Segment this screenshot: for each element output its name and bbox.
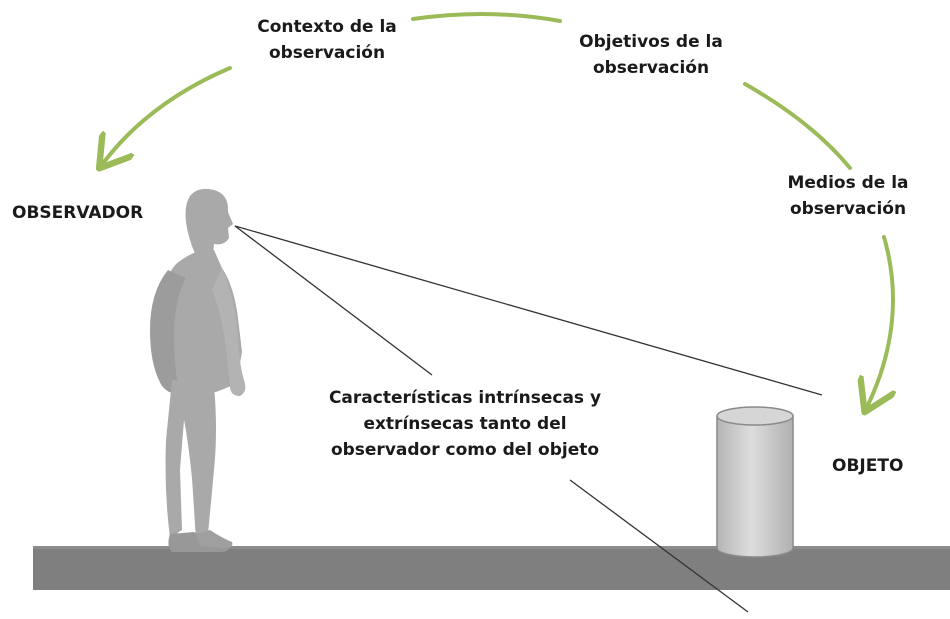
pointer-line-down xyxy=(569,479,749,613)
ground-band-top-edge xyxy=(33,546,950,549)
label-contexto: Contexto de la observación xyxy=(246,14,408,66)
label-caracteristicas-line-3: observador como del objeto xyxy=(330,440,600,460)
label-caracteristicas: Características intrínsecas y extrínseca… xyxy=(305,385,625,463)
arc-objetivos-medios xyxy=(743,82,852,170)
arc-contexto-objetivos xyxy=(411,11,562,23)
label-objeto: OBJETO xyxy=(832,456,904,476)
label-contexto-line-2: observación xyxy=(268,43,386,63)
label-caracteristicas-line-1: Características intrínsecas y xyxy=(328,388,602,408)
sight-line-to-label xyxy=(234,225,433,376)
label-objetivos: Objetivos de la observación xyxy=(562,29,740,81)
ground-band xyxy=(33,546,950,590)
label-objetivos-line-1: Objetivos de la xyxy=(579,32,723,52)
observer-figure xyxy=(150,188,246,552)
label-medios-line-2: observación xyxy=(789,199,907,219)
object-cylinder xyxy=(716,406,794,558)
sight-line-to-object xyxy=(234,225,823,396)
label-observador: OBSERVADOR xyxy=(12,203,144,223)
label-medios-line-1: Medios de la xyxy=(787,173,909,193)
label-objetivos-line-2: observación xyxy=(592,58,710,78)
arc-medios-objeto xyxy=(868,235,893,405)
label-caracteristicas-line-2: extrínsecas tanto del xyxy=(363,414,567,434)
label-contexto-line-1: Contexto de la xyxy=(257,17,397,37)
label-medios: Medios de la observación xyxy=(768,170,928,222)
arc-contexto-observador xyxy=(104,66,232,162)
